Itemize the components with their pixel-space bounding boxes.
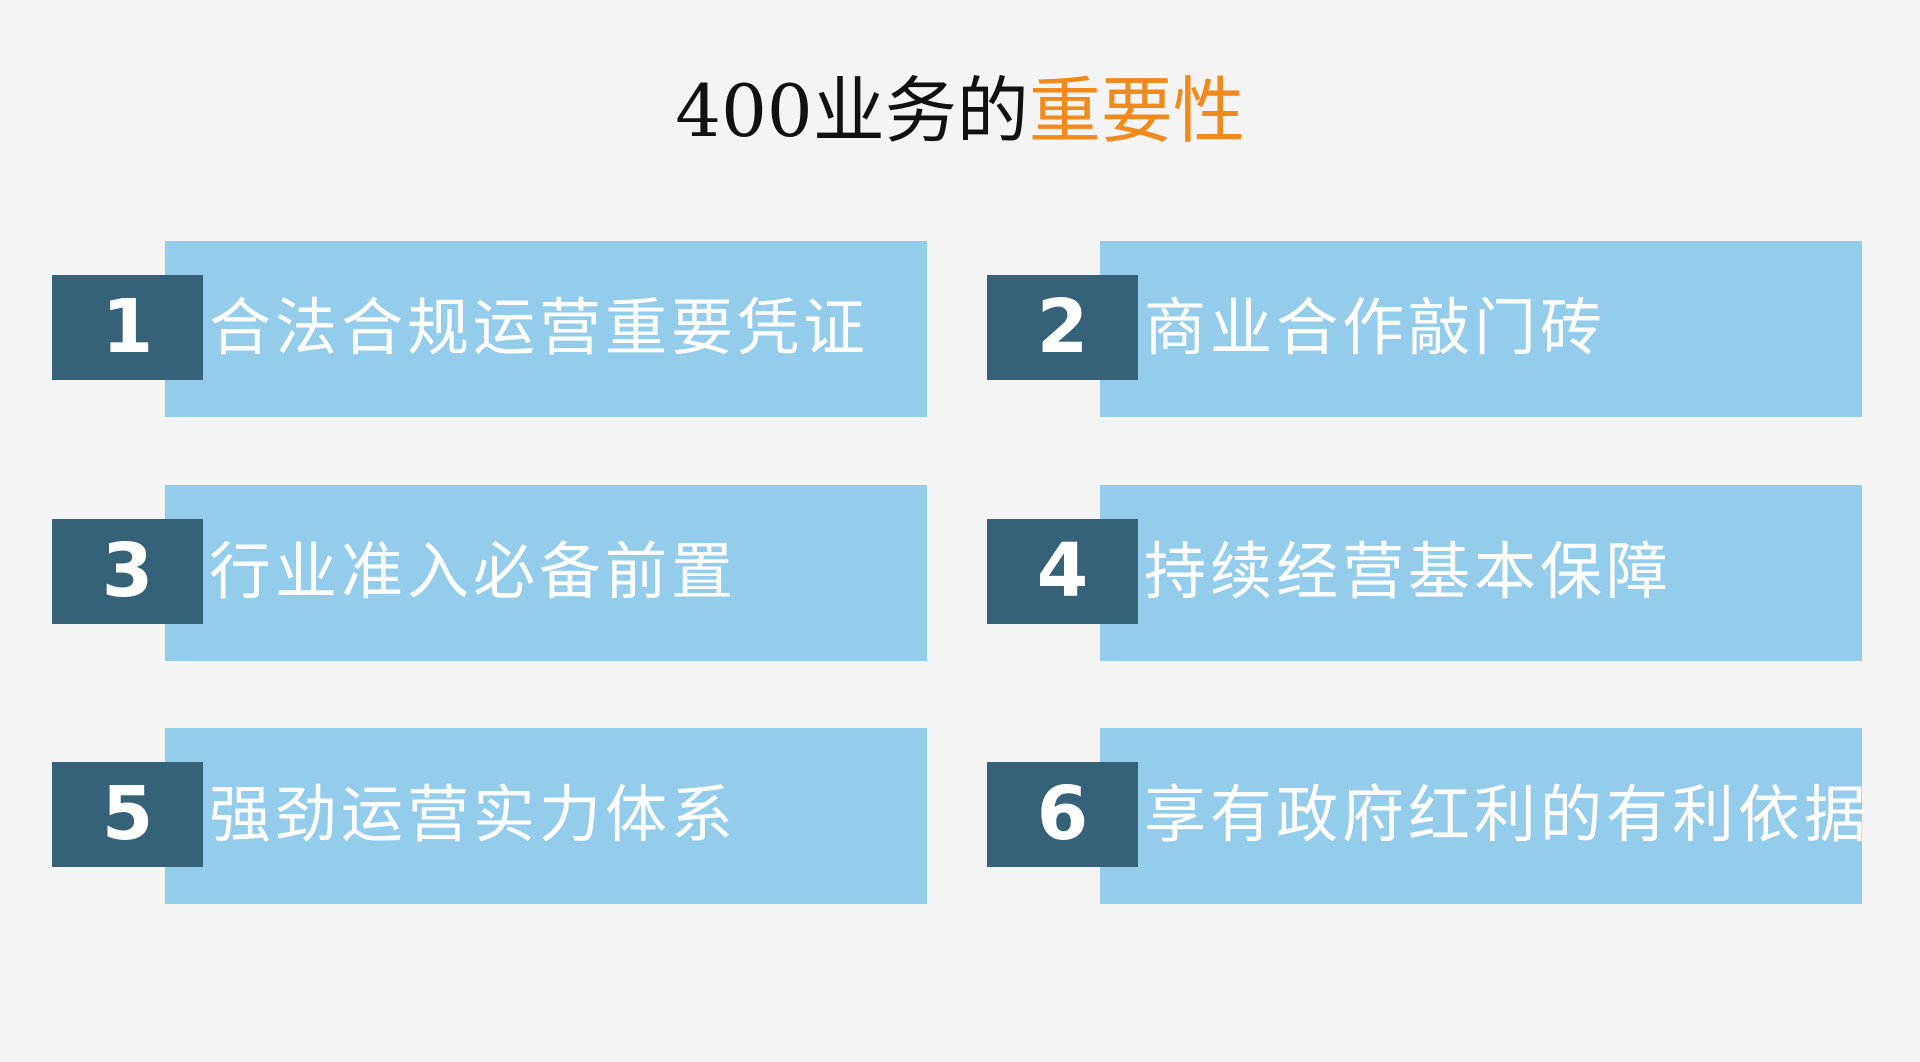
item-number-badge: 1 [52,275,203,380]
item-number-badge: 2 [987,275,1138,380]
title-prefix: 400业务的 [675,69,1029,153]
item-number-badge: 6 [987,762,1138,867]
item-panel [1100,241,1862,417]
item-panel [1100,728,1862,904]
item-label: 持续经营基本保障 [1144,535,1673,608]
item-label: 强劲运营实力体系 [209,778,738,851]
item-card-5: 5 强劲运营实力体系 [52,728,976,904]
item-label: 合法合规运营重要凭证 [209,291,870,364]
item-number-badge: 4 [987,519,1138,624]
item-panel [1100,485,1862,661]
item-panel [165,241,927,417]
item-number-badge: 5 [52,762,203,867]
item-panel [165,485,927,661]
page-title: 400业务的重要性 [0,66,1920,156]
item-label: 行业准入必备前置 [209,535,738,608]
item-label: 商业合作敲门砖 [1144,291,1607,364]
item-card-2: 2 商业合作敲门砖 [987,241,1911,417]
item-card-4: 4 持续经营基本保障 [987,485,1911,661]
item-card-3: 3 行业准入必备前置 [52,485,976,661]
item-card-1: 1 合法合规运营重要凭证 [52,241,976,417]
item-number-badge: 3 [52,519,203,624]
item-label: 享有政府红利的有利依据 [1144,778,1871,851]
item-card-6: 6 享有政府红利的有利依据 [987,728,1911,904]
item-panel [165,728,927,904]
title-highlight: 重要性 [1028,69,1245,153]
